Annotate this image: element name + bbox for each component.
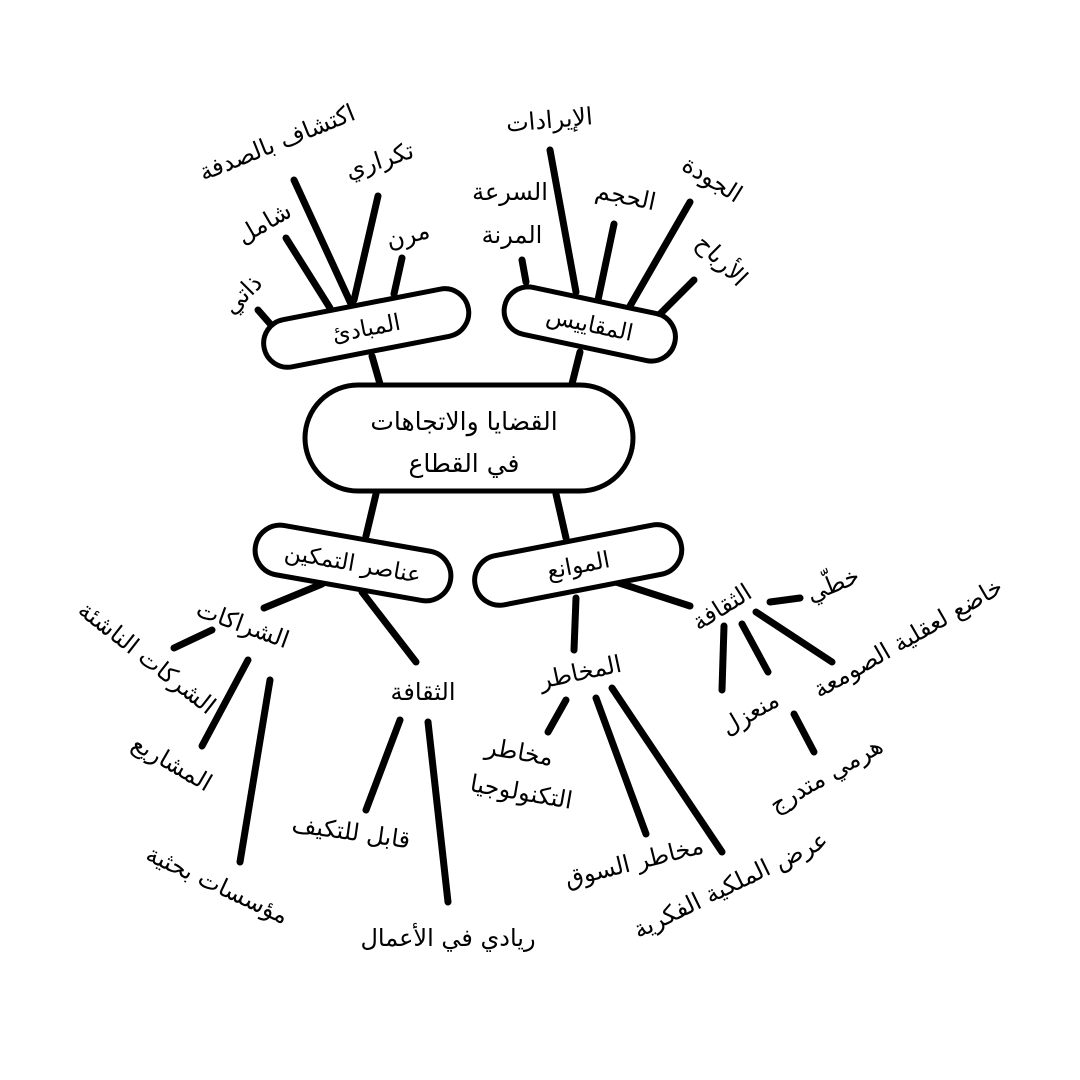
edge-center-enablers — [362, 490, 380, 540]
edge-barriers-culture — [612, 578, 694, 610]
enablers-pill — [252, 522, 454, 604]
barriers-risks-tech-line1: مخاطر — [482, 732, 555, 772]
edge-metrics-profits — [656, 276, 698, 318]
edge-metrics-speed — [518, 256, 530, 286]
edge-culture-silo — [752, 608, 836, 666]
connectors — [170, 146, 836, 906]
barriers-risks-market: مخاطر السوق — [562, 831, 707, 893]
edge-culture-entrepreneurial — [424, 718, 452, 906]
barriers-risks-tech-line2: التكنولوجيا — [468, 769, 575, 814]
edge-risks-ip — [608, 684, 726, 856]
center-node-box — [302, 382, 636, 494]
edge-risks-tech — [544, 696, 570, 736]
metrics-item-speed: السرعة — [472, 178, 548, 206]
enablers-culture-adaptable: قابل للتكيف — [290, 810, 412, 854]
enablers-partnerships-research: مؤسسات بحثية — [142, 840, 293, 930]
edge-principles-flexible — [390, 254, 406, 298]
enablers-culture-entrepreneurial: ريادي في الأعمال — [360, 923, 535, 952]
edge-principles-self — [254, 306, 276, 330]
barriers-culture-isolated: منعزل — [716, 685, 784, 740]
edge-metrics-volume — [594, 220, 618, 304]
principles-pill — [261, 286, 472, 370]
center-title-line1: القضايا والاتجاهات — [370, 407, 557, 437]
edge-principles-accidental — [290, 176, 356, 310]
edge-metrics-quality — [626, 198, 694, 310]
edge-center-principles — [368, 352, 384, 388]
edge-culture-linear — [766, 594, 804, 606]
enablers-node: عناصر التمكين — [252, 522, 454, 604]
principles-item-iterative: تكراري — [342, 136, 417, 184]
barriers-pill — [472, 522, 685, 608]
edge-principles-iterative — [350, 192, 382, 304]
barriers-node: الموانع — [472, 522, 685, 608]
metrics-item-revenue: الإيرادات — [505, 102, 594, 137]
center-node: القضايا والاتجاهات في القطاع — [302, 382, 636, 494]
edge-partnerships-startups — [170, 626, 216, 652]
edge-partnerships-projects — [198, 656, 252, 750]
principles-item-flexible: مرن — [383, 216, 432, 254]
edge-center-barriers — [552, 490, 570, 542]
metrics-item-volume: الحجم — [593, 176, 658, 216]
edge-culture-isolated — [738, 620, 772, 676]
edge-enablers-partnerships — [260, 580, 326, 612]
metrics-item-speed-line2: المرنة — [482, 221, 543, 249]
edge-center-metrics — [568, 348, 584, 388]
edge-barriers-risks — [570, 594, 580, 654]
barriers-culture-hierarchical: هرمي متدرج — [764, 731, 887, 818]
principles-item-accidental: اكتشاف بالصدفة — [195, 99, 359, 187]
metrics-node: المقاييس — [501, 284, 678, 364]
edge-culture-hierarchical — [790, 710, 818, 756]
edge-enablers-culture — [358, 588, 420, 666]
enablers-culture-label: الثقافة — [390, 678, 455, 706]
metrics-item-profits: الأرباح — [690, 228, 754, 292]
edge-risks-market — [592, 694, 650, 838]
edge-metrics-revenue — [546, 146, 580, 296]
edge-culture-adaptable — [362, 716, 404, 814]
barriers-culture-linear: خطّي — [801, 557, 864, 607]
edge-culture-stub — [718, 622, 728, 694]
metrics-pill — [501, 284, 678, 364]
center-title-line2: في القطاع — [409, 449, 520, 478]
edge-partnerships-research — [236, 676, 274, 866]
principles-node: المبادئ — [261, 286, 472, 370]
edge-principles-comprehensive — [282, 234, 334, 312]
